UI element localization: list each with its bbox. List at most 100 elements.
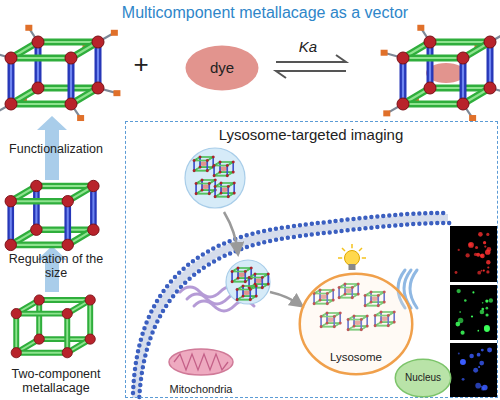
metal-node bbox=[11, 348, 21, 358]
ligand-highlight bbox=[215, 196, 228, 197]
fluorescence-spot bbox=[483, 241, 486, 244]
metal-node bbox=[32, 36, 44, 48]
ligand-bar bbox=[194, 170, 207, 172]
metallacage bbox=[381, 25, 500, 121]
tail-end-group bbox=[25, 25, 32, 31]
ligand-highlight bbox=[194, 170, 207, 171]
metal-node bbox=[237, 267, 240, 270]
ligand-highlight bbox=[200, 157, 201, 167]
ligand-highlight bbox=[237, 299, 250, 300]
ligand-bar bbox=[196, 183, 209, 185]
fluorescence-spot bbox=[459, 311, 461, 313]
ligand-bar bbox=[403, 101, 463, 108]
metal-node bbox=[233, 192, 236, 195]
ligand-highlight bbox=[38, 41, 98, 43]
fluorescence-spot bbox=[468, 242, 474, 248]
ligand-bar bbox=[232, 281, 245, 283]
metal-node bbox=[5, 52, 17, 64]
metal-node bbox=[397, 98, 409, 110]
metal-node bbox=[226, 164, 229, 167]
ligand-bar bbox=[267, 274, 269, 284]
metal-node bbox=[232, 171, 235, 174]
nucleus-organelle: Nucleus bbox=[394, 358, 452, 398]
metal-node bbox=[92, 36, 104, 48]
ligand-bar bbox=[232, 271, 245, 273]
ligand-highlight bbox=[402, 58, 404, 104]
equilibrium-arrow bbox=[276, 71, 346, 78]
metal-node bbox=[267, 283, 270, 286]
ligand-highlight bbox=[233, 162, 234, 172]
ligand-bar bbox=[87, 300, 93, 339]
tail-end-group bbox=[381, 50, 388, 56]
metal-node bbox=[5, 196, 16, 207]
ligand-bar bbox=[228, 187, 230, 197]
fluorescence-spot bbox=[480, 254, 485, 259]
metal-node bbox=[220, 182, 223, 185]
ligand-highlight bbox=[11, 103, 71, 105]
ligand-bar bbox=[215, 186, 228, 188]
metal-node bbox=[208, 182, 211, 185]
ligand-highlight bbox=[255, 274, 256, 284]
metal-node bbox=[62, 309, 72, 319]
metal-node bbox=[214, 185, 217, 188]
metallacage bbox=[236, 285, 258, 301]
tail-end-group bbox=[383, 110, 390, 116]
tail-end-group bbox=[113, 90, 120, 96]
metal-node bbox=[231, 270, 234, 273]
ligand-bar bbox=[11, 55, 71, 62]
metal-node bbox=[214, 179, 217, 182]
ligand-bar bbox=[231, 272, 233, 282]
light-ray bbox=[342, 248, 345, 251]
ligand-bar bbox=[249, 277, 262, 279]
ligand-highlight bbox=[16, 352, 67, 354]
metal-node bbox=[92, 82, 104, 94]
fluorescence-spot bbox=[486, 270, 489, 273]
metal-node bbox=[244, 270, 247, 273]
ligand-highlight bbox=[16, 313, 67, 315]
ligand-highlight bbox=[38, 300, 40, 339]
ligand-bar bbox=[64, 201, 71, 245]
ligand-bar bbox=[254, 274, 256, 284]
cage-cluster bbox=[185, 148, 245, 208]
ligand-highlight bbox=[67, 201, 69, 245]
association-constant: Ka bbox=[294, 36, 322, 58]
node-text: Nucleus bbox=[405, 372, 441, 384]
metallacage bbox=[214, 182, 236, 198]
fluorescence-spot bbox=[487, 348, 492, 353]
metal-node bbox=[232, 161, 235, 164]
mitochondria-organelle: Mitochondria bbox=[156, 344, 246, 398]
ligand-highlight bbox=[250, 290, 251, 300]
ligand-bar bbox=[460, 58, 467, 104]
ligand-bar bbox=[194, 160, 207, 162]
metal-node bbox=[457, 98, 469, 110]
ligand-highlight bbox=[209, 184, 210, 194]
ligand-bar bbox=[201, 180, 203, 190]
bulb-base bbox=[349, 264, 356, 270]
ligand-highlight bbox=[237, 290, 238, 300]
ligand-highlight bbox=[39, 299, 90, 301]
ligand-bar bbox=[193, 161, 195, 171]
fluorescence-spot bbox=[489, 298, 493, 302]
text-box: dye bbox=[185, 45, 259, 91]
metal-node bbox=[397, 52, 409, 64]
metal-node bbox=[11, 309, 21, 319]
fluorescence-spot bbox=[469, 354, 474, 359]
metal-node bbox=[484, 82, 496, 94]
fluorescence-spot bbox=[460, 359, 466, 365]
fluorescence-image bbox=[450, 285, 497, 340]
node-text: Lysosome bbox=[330, 351, 382, 364]
ligand-highlight bbox=[11, 244, 68, 246]
ligand-bar bbox=[232, 162, 234, 172]
ligand-bar bbox=[262, 278, 264, 288]
ligand-bar bbox=[199, 157, 201, 167]
fluorescence-spot bbox=[461, 331, 465, 335]
ligand-highlight bbox=[228, 187, 229, 197]
ligand-bar bbox=[213, 166, 215, 176]
step-label: Functionalization bbox=[0, 139, 112, 159]
ligand-highlight bbox=[462, 58, 464, 104]
ligand-bar bbox=[68, 58, 75, 104]
ligand-highlight bbox=[232, 281, 245, 282]
metal-node bbox=[31, 180, 42, 191]
transport-arrow bbox=[270, 292, 302, 306]
ligand-bar bbox=[209, 184, 211, 194]
